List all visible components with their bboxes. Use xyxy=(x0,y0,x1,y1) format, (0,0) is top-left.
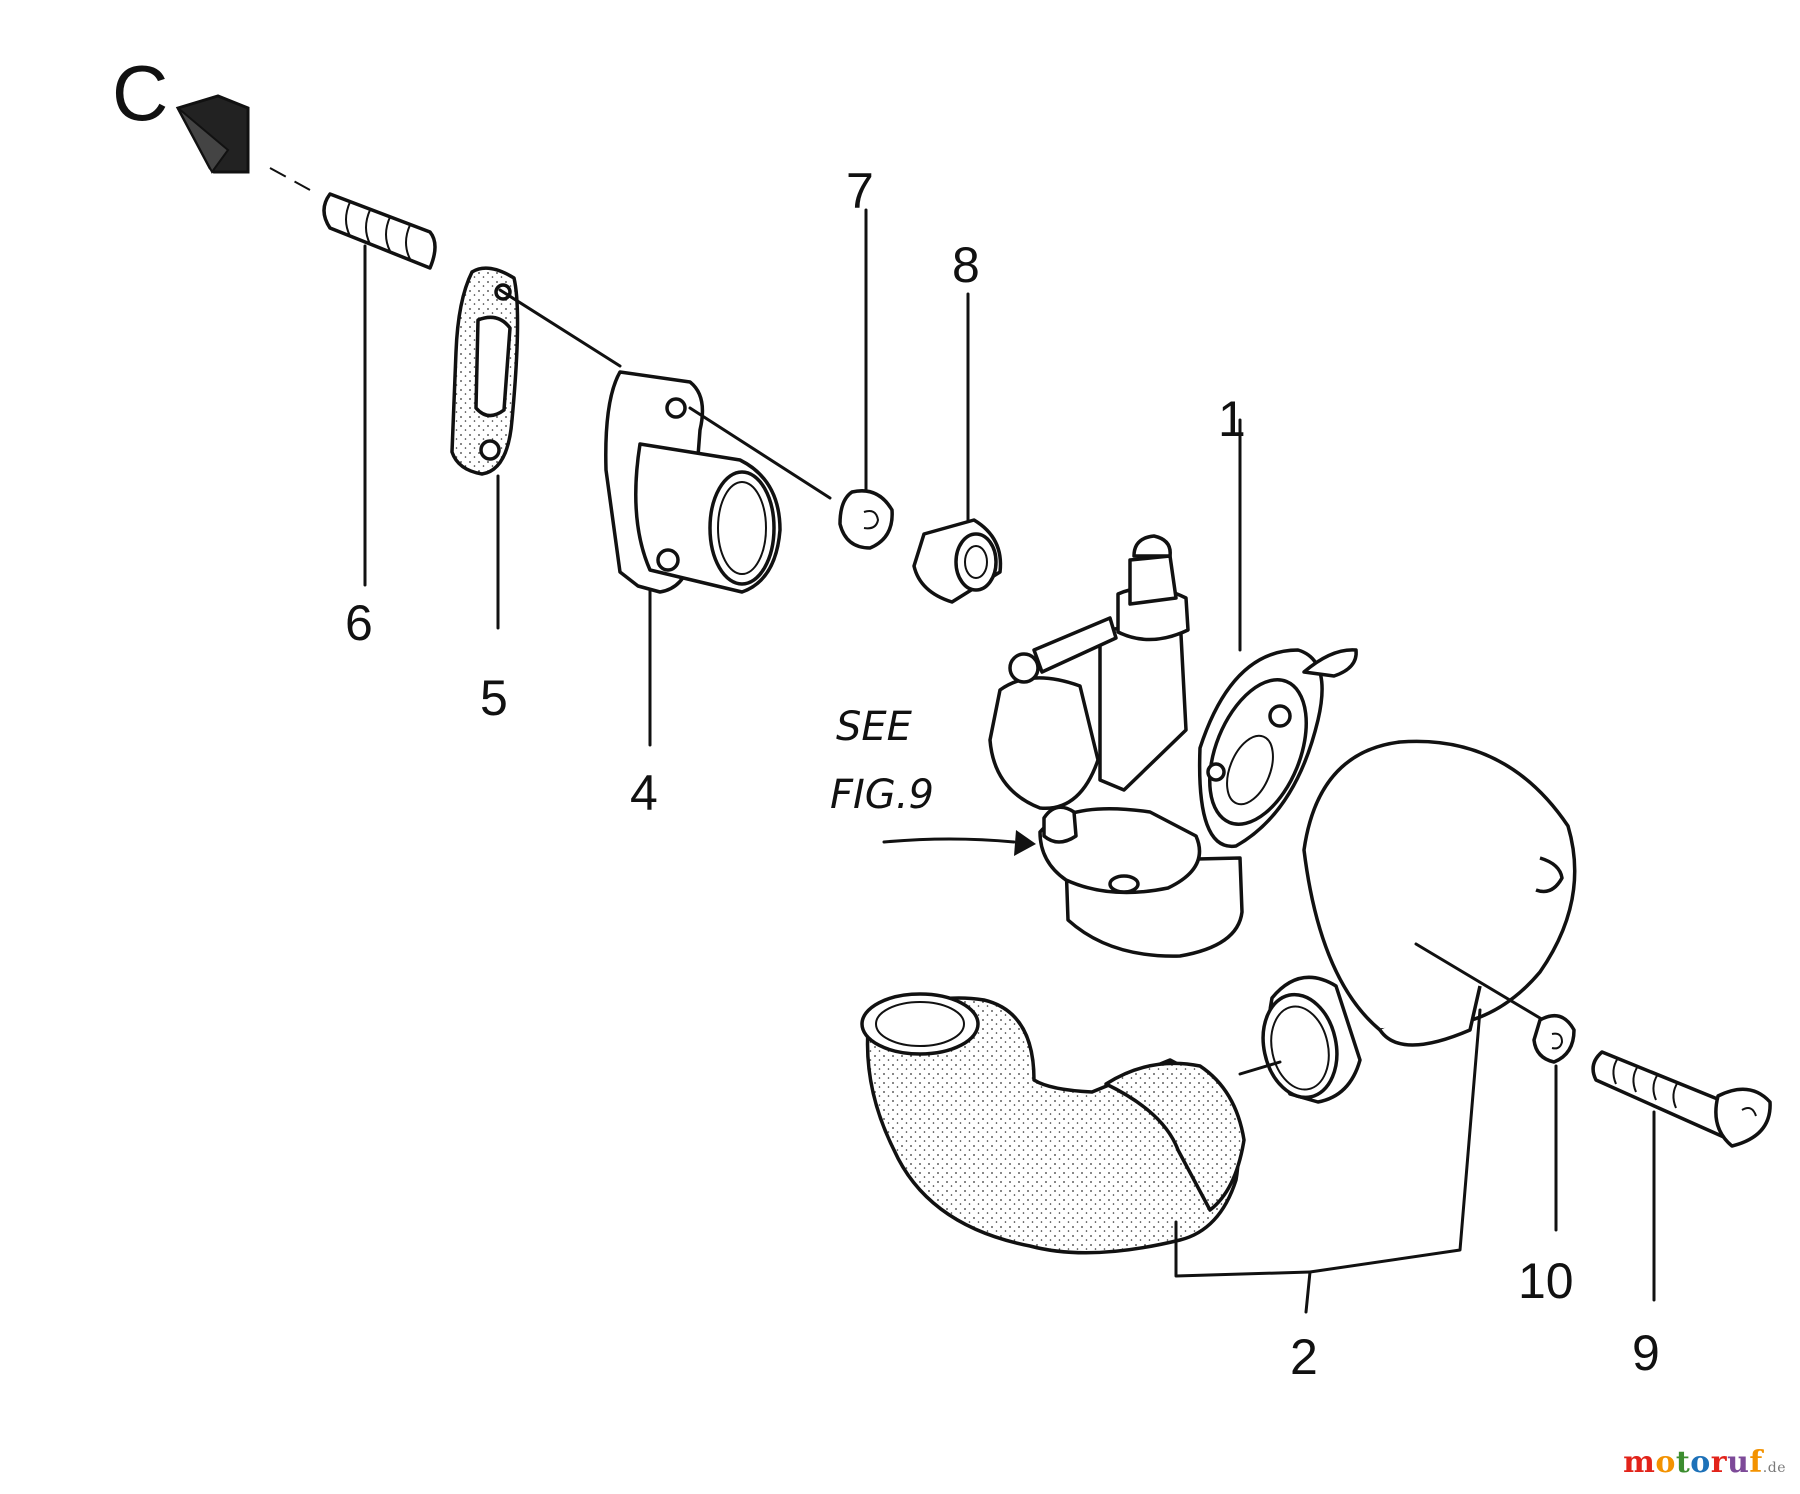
callout-1: 1 xyxy=(1218,391,1246,447)
watermark-suffix: .de xyxy=(1762,1460,1786,1476)
callout-8: 8 xyxy=(952,237,980,293)
note-line-2: FIG.9 xyxy=(830,772,934,818)
callout-9: 9 xyxy=(1632,1325,1660,1381)
callout-7: 7 xyxy=(846,163,874,219)
part-2-air-cleaner xyxy=(860,739,1577,1314)
section-marker: C xyxy=(112,49,311,191)
callout-2: 2 xyxy=(1290,1329,1318,1385)
callout-4: 4 xyxy=(630,765,658,821)
note-line-1: SEE xyxy=(836,704,913,750)
part-5-gasket xyxy=(450,266,622,630)
section-arrow-icon xyxy=(175,94,250,174)
callout-5: 5 xyxy=(480,670,508,726)
part-10-washer xyxy=(1532,1014,1576,1232)
callout-10: 10 xyxy=(1518,1253,1574,1309)
part-6-stud xyxy=(322,192,437,587)
part-1-carburetor xyxy=(988,418,1358,958)
watermark-logo: motoruf.de xyxy=(1623,1445,1786,1480)
callout-6: 6 xyxy=(345,595,373,651)
section-marker-label: C xyxy=(112,49,168,137)
part-4-intake-flange xyxy=(604,370,832,747)
part-7-lock-washer xyxy=(838,208,894,550)
watermark-text: motoruf xyxy=(1623,1445,1763,1480)
part-8-nut xyxy=(912,292,1003,604)
see-figure-note: SEE FIG.9 xyxy=(830,704,1036,856)
part-9-bolt xyxy=(1591,1050,1772,1302)
